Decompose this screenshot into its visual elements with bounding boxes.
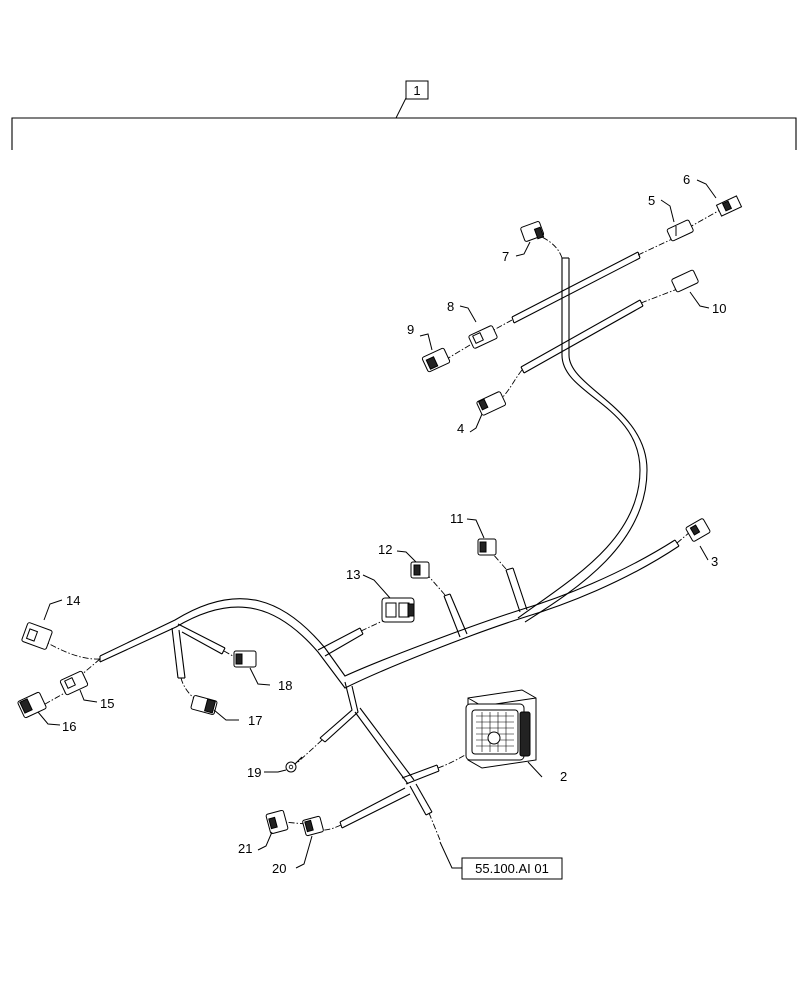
connector-9 <box>421 347 451 373</box>
connector-15 <box>59 670 89 696</box>
callout-9: 9 <box>407 322 414 337</box>
ecu-connector-2 <box>465 689 537 769</box>
callout-14: 14 <box>66 593 80 608</box>
connector-6 <box>715 195 743 217</box>
connector-11 <box>477 538 497 556</box>
callout-20: 20 <box>272 861 286 876</box>
reference-box: 55.100.AI 01 <box>461 857 563 880</box>
lower-harness <box>99 539 680 829</box>
connector-10 <box>671 269 699 293</box>
connector-13 <box>381 597 415 623</box>
connector-14 <box>21 622 53 650</box>
callout-17: 17 <box>248 713 262 728</box>
callout-numbers: 2 3 4 5 6 7 8 9 10 11 12 13 14 15 16 17 … <box>62 172 726 876</box>
connector-20 <box>302 815 324 837</box>
callout-6: 6 <box>683 172 690 187</box>
callout-7: 7 <box>502 249 509 264</box>
connector-8 <box>468 325 498 349</box>
assembly-bracket: 1 <box>11 80 797 150</box>
callout-11: 11 <box>450 511 464 526</box>
connector-17 <box>190 695 218 715</box>
connector-12 <box>410 561 430 579</box>
connector-18 <box>233 650 257 668</box>
assembly-callout: 1 <box>413 83 420 98</box>
connector-21 <box>265 809 289 835</box>
callout-8: 8 <box>447 299 454 314</box>
callout-15: 15 <box>100 696 114 711</box>
connector-7 <box>520 221 545 242</box>
callout-13: 13 <box>346 567 360 582</box>
callout-5: 5 <box>648 193 655 208</box>
callout-16: 16 <box>62 719 76 734</box>
reference-box-label: 55.100.AI 01 <box>475 861 549 876</box>
connector-4 <box>476 391 507 416</box>
connector-16 <box>17 691 47 719</box>
callout-4: 4 <box>457 421 464 436</box>
callout-18: 18 <box>278 678 292 693</box>
callout-2: 2 <box>560 769 567 784</box>
callout-21: 21 <box>238 841 252 856</box>
connector-3 <box>685 518 711 542</box>
callout-19: 19 <box>247 765 261 780</box>
callout-leaders <box>37 179 717 869</box>
callout-10: 10 <box>712 301 726 316</box>
connector-5 <box>666 219 694 242</box>
callout-12: 12 <box>378 542 392 557</box>
callout-3: 3 <box>711 554 718 569</box>
ring-terminal-19 <box>285 756 303 773</box>
upper-harness <box>511 251 648 623</box>
